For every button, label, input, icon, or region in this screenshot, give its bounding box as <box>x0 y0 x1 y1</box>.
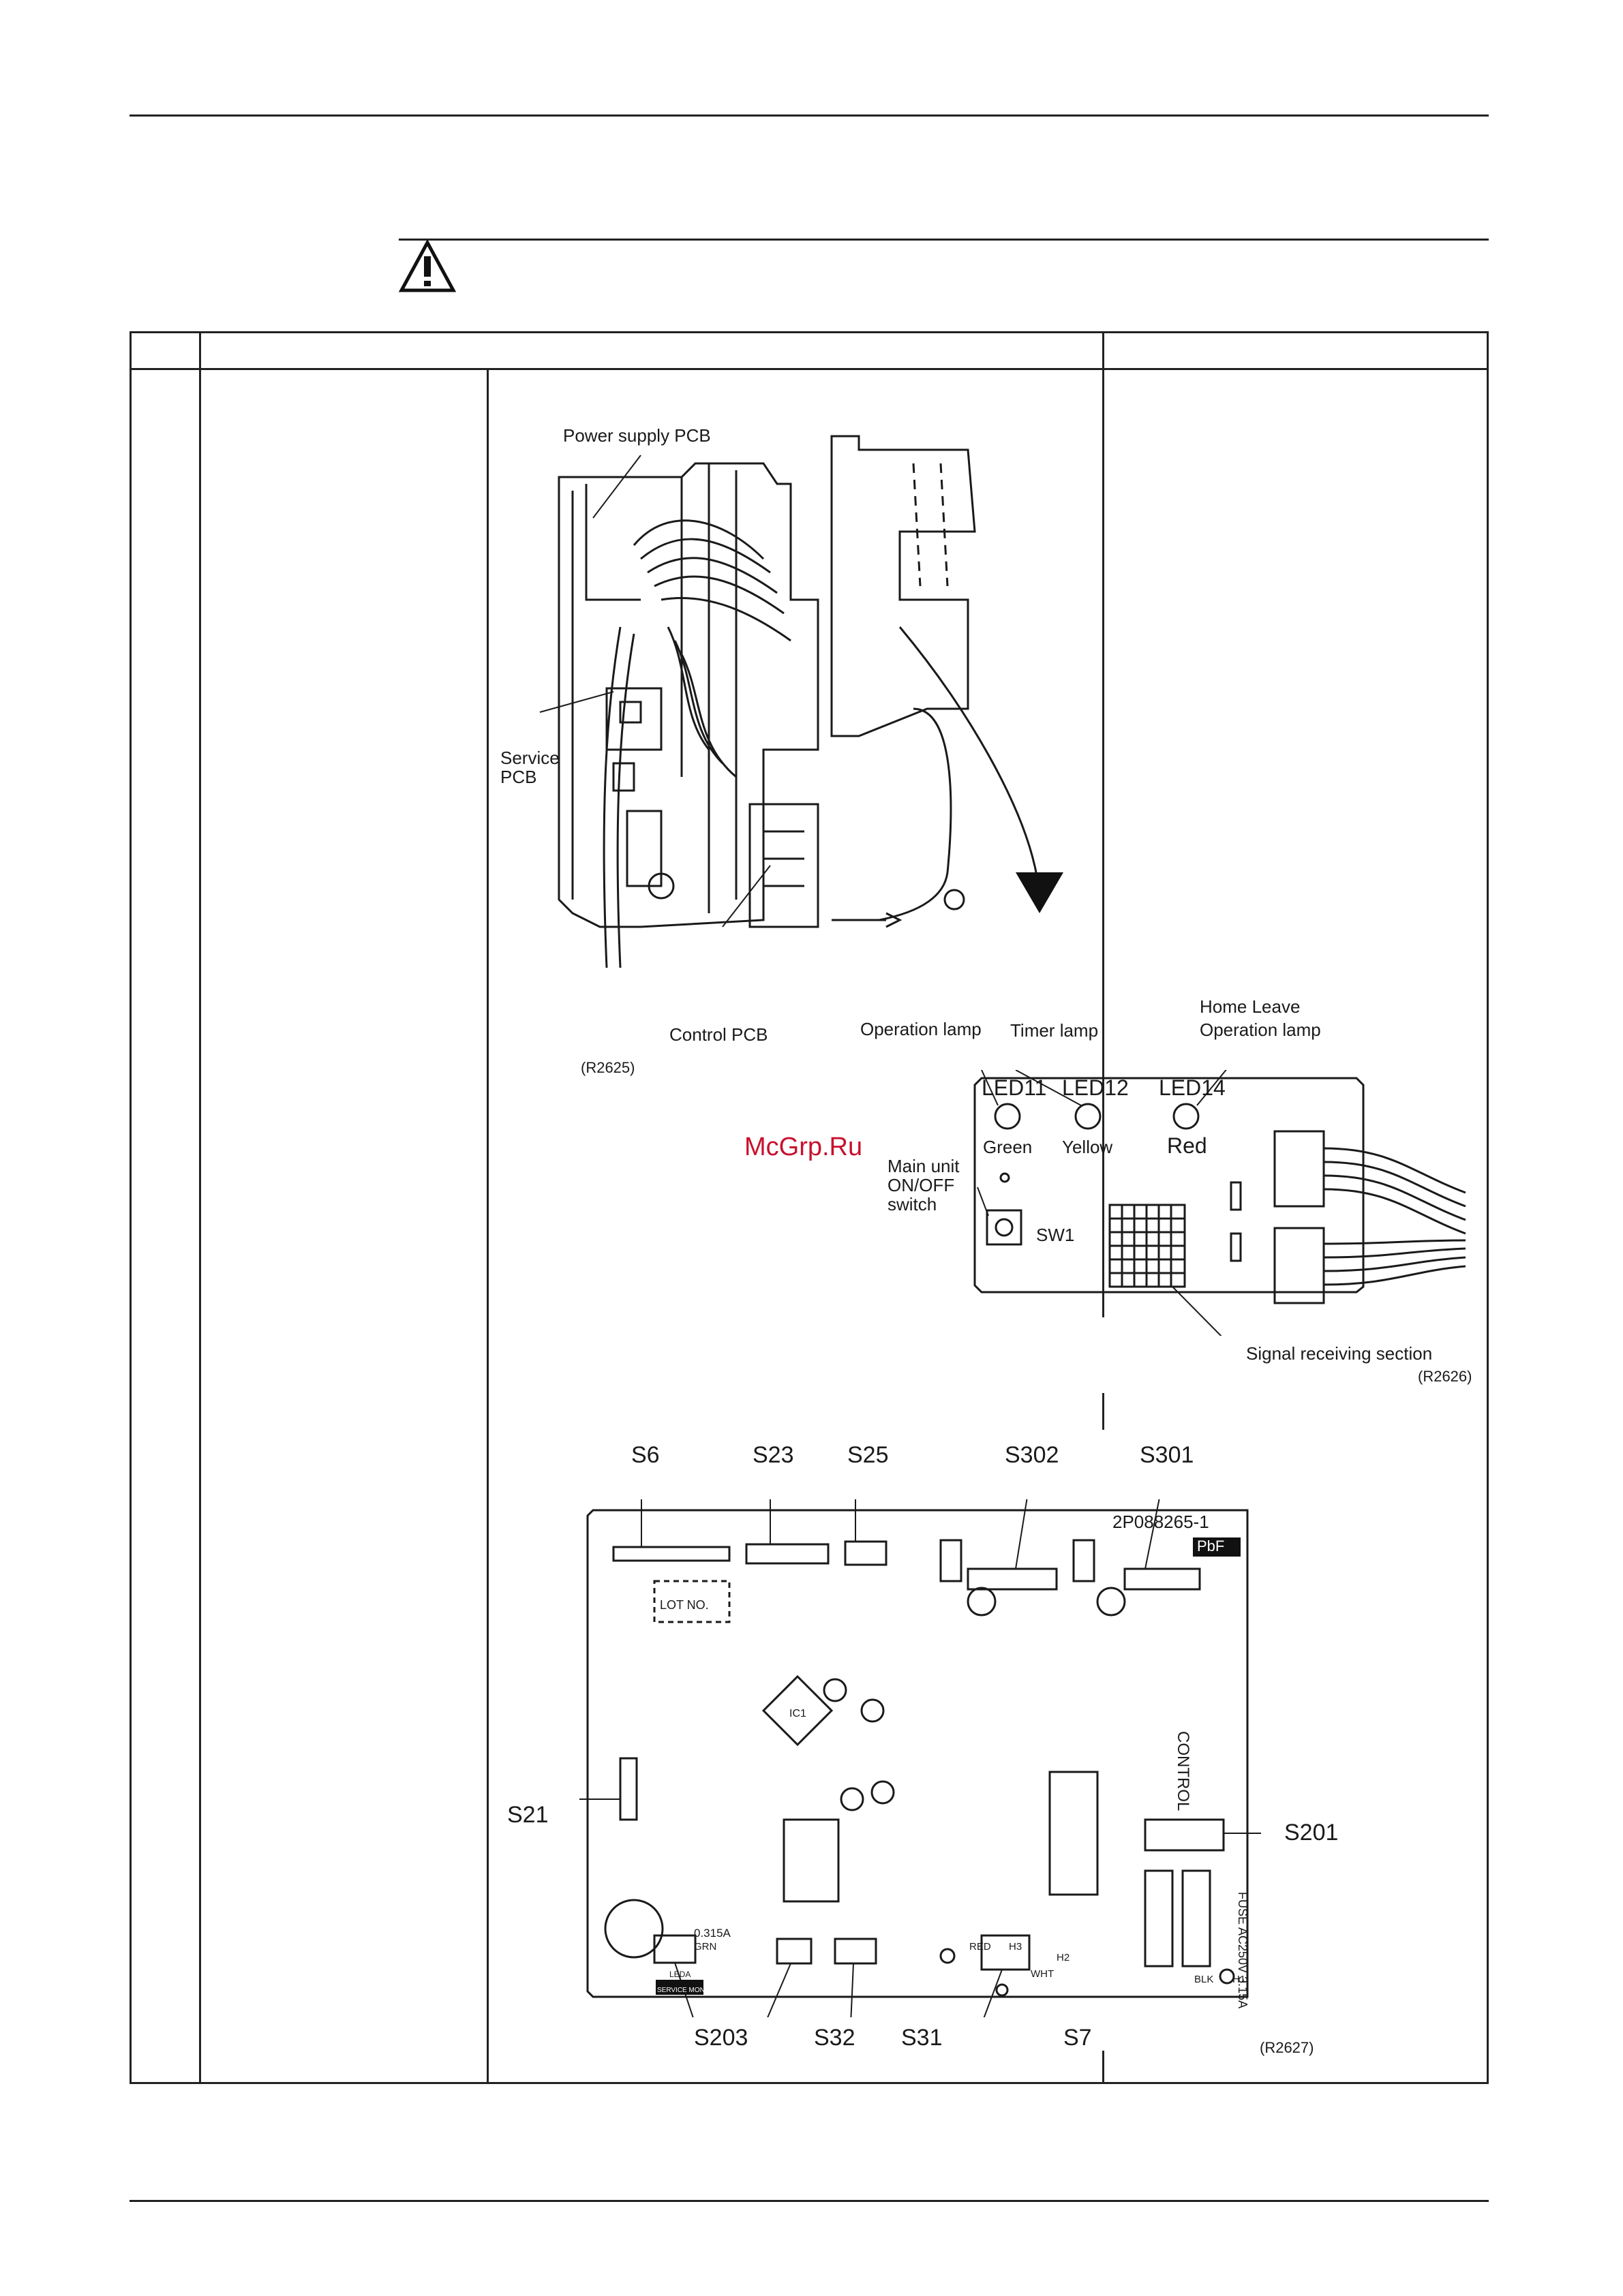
operation-lamp-label: Operation lamp <box>860 1019 982 1039</box>
s25-connector <box>844 1540 888 1566</box>
s6-label: S6 <box>631 1442 660 1468</box>
s203-label: S203 <box>694 2025 748 2051</box>
down-arrow-icon <box>1016 872 1063 913</box>
unit-interior-drawing <box>539 435 1063 968</box>
h3-text: H3 <box>1009 1941 1022 1953</box>
table-col-2 <box>1102 333 1104 368</box>
service-monitor: SERVICE MONITOR <box>657 1987 721 1994</box>
watermark: McGrp.Ru <box>744 1133 863 1161</box>
fuse-small: 0.315A <box>694 1927 731 1940</box>
blk-text: BLK <box>1194 1974 1214 1985</box>
s302-label: S302 <box>1005 1442 1059 1468</box>
s301-label: S301 <box>1140 1442 1194 1468</box>
led14-label: LED14 <box>1159 1075 1226 1100</box>
led11-label: LED11 <box>982 1075 1047 1100</box>
display-pcb-drawing <box>973 1070 1466 1336</box>
control-pcb-drawing <box>579 1499 1261 2017</box>
figure1-ref: (R2625) <box>581 1059 635 1076</box>
wht-text: WHT <box>1031 1968 1055 1980</box>
table-col-3 <box>487 368 489 2082</box>
board-id: 2P088265-1 <box>1112 1512 1209 1532</box>
signal-receiving-label: Signal receiving section <box>1246 1343 1433 1364</box>
led11-lamp <box>994 1103 1021 1130</box>
ic1-text: IC1 <box>789 1708 806 1719</box>
header-rule <box>130 114 1489 117</box>
control-pcb-label: Control PCB <box>669 1024 768 1045</box>
red-h3-text: RED <box>969 1941 991 1953</box>
led12-label: LED12 <box>1062 1075 1129 1100</box>
fuse-text: FUSE AC250V 3.15A <box>1236 1892 1249 2009</box>
s21-label: S21 <box>507 1802 549 1828</box>
table-col-1 <box>199 333 201 2082</box>
table-col-4a <box>1102 368 1104 1317</box>
s301-connector <box>1123 1567 1201 1591</box>
figure3-ref: (R2627) <box>1260 2039 1314 2056</box>
main-unit-label-3: switch <box>888 1194 937 1214</box>
caution-rule <box>399 239 1489 241</box>
table-col-4b <box>1102 1393 1104 1430</box>
s31-connector <box>834 1938 877 1965</box>
home-leave-label-2: Operation lamp <box>1200 1020 1321 1040</box>
red-label: Red <box>1167 1133 1207 1158</box>
s7-label: S7 <box>1063 2025 1092 2051</box>
h1-text: H1 <box>1232 1974 1246 1985</box>
grn-text: GRN <box>694 1941 717 1953</box>
s201-label: S201 <box>1284 1820 1339 1846</box>
power-supply-pcb-label: Power supply PCB <box>563 425 711 446</box>
lot-no: LOT NO. <box>660 1598 709 1612</box>
footer-rule <box>130 2200 1489 2202</box>
green-label: Green <box>983 1137 1033 1157</box>
control-text: CONTROL <box>1174 1731 1192 1811</box>
s25-label: S25 <box>847 1442 889 1468</box>
timer-lamp-label: Timer lamp <box>1010 1020 1099 1041</box>
leda-text: LEDA <box>669 1970 691 1979</box>
home-leave-label-1: Home Leave <box>1200 996 1301 1017</box>
s32-label: S32 <box>814 2025 855 2051</box>
warning-icon <box>399 240 456 292</box>
figure2-ref: (R2626) <box>1418 1368 1472 1385</box>
main-unit-label-2: ON/OFF <box>888 1175 955 1195</box>
table-header-line <box>132 368 1487 370</box>
led14-lamp <box>1172 1103 1200 1130</box>
table-col-4c <box>1102 2051 1104 2082</box>
s32-connector <box>776 1938 813 1965</box>
s302-connector <box>967 1567 1058 1591</box>
sw1-label: SW1 <box>1036 1225 1075 1245</box>
s21-connector <box>619 1757 638 1821</box>
s7-connector <box>980 1934 1031 1971</box>
s23-connector <box>745 1543 830 1565</box>
led12-lamp <box>1074 1103 1102 1130</box>
sw1-switch <box>986 1209 1022 1246</box>
s6-connector <box>612 1546 731 1562</box>
service-pcb-label-2: PCB <box>500 767 537 787</box>
s31-label: S31 <box>901 2025 943 2051</box>
service-pcb-label-1: Service <box>500 748 560 768</box>
h2-text: H2 <box>1057 1952 1070 1963</box>
yellow-label: Yellow <box>1062 1137 1113 1157</box>
pbf-mark: PbF <box>1197 1537 1225 1555</box>
s23-label: S23 <box>753 1442 794 1468</box>
procedure-table <box>130 331 1489 2084</box>
main-unit-label-1: Main unit <box>888 1156 960 1176</box>
